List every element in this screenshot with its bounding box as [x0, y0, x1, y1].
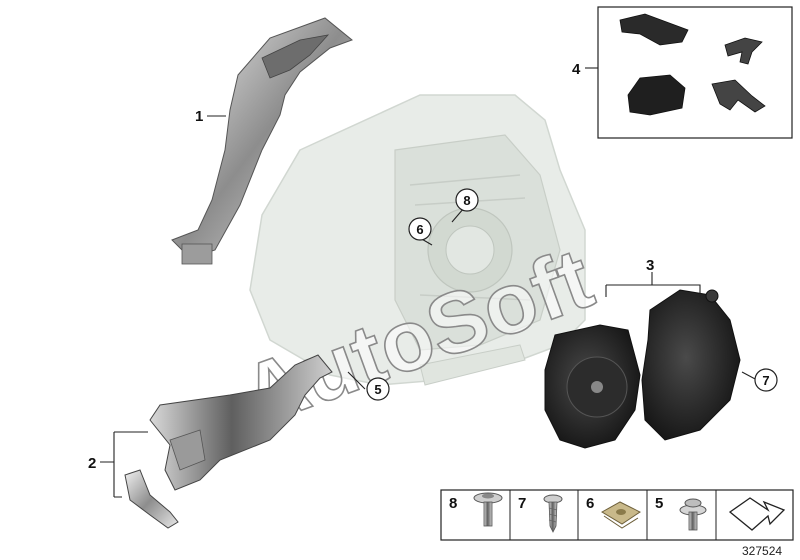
callout-4: 4: [572, 61, 581, 78]
diagram-number: 327524: [742, 544, 782, 558]
legend-cell-7: 7: [518, 494, 563, 533]
part-4-clip-set: [597, 6, 793, 139]
callout-2: 2: [88, 455, 96, 472]
svg-text:5: 5: [374, 382, 381, 397]
fastener-legend: 8 7 6 5: [440, 489, 794, 541]
callout-5-circled: 5: [366, 377, 390, 401]
callout-1: 1: [195, 108, 203, 125]
svg-text:8: 8: [463, 193, 470, 208]
part-1-upper-bracket: [171, 17, 353, 265]
screw-washer-icon: [679, 498, 707, 531]
callout-3: 3: [646, 257, 654, 274]
legend-cell-5: 5: [655, 495, 707, 531]
legend-cell-8: 8: [449, 492, 503, 527]
callout-6-circled: 6: [408, 217, 432, 241]
svg-text:5: 5: [655, 495, 663, 512]
callout-8-circled: 8: [455, 188, 479, 212]
clip-nut-icon: [601, 501, 641, 529]
screw-icon: [543, 494, 563, 533]
legend-cell-6: 6: [586, 495, 641, 529]
callout-7-circled: 7: [754, 368, 778, 392]
svg-text:8: 8: [449, 495, 457, 512]
svg-text:7: 7: [762, 373, 769, 388]
part-3-covers: [544, 289, 741, 449]
callout-lines: [100, 67, 758, 498]
svg-text:6: 6: [416, 222, 423, 237]
svg-text:6: 6: [586, 495, 594, 512]
part-2-lower-bracket: [124, 354, 333, 529]
arrow-symbol-icon: [728, 497, 786, 531]
svg-text:7: 7: [518, 495, 526, 512]
legend-cell-symbol: [728, 497, 786, 531]
screw-flanged-icon: [473, 492, 503, 527]
